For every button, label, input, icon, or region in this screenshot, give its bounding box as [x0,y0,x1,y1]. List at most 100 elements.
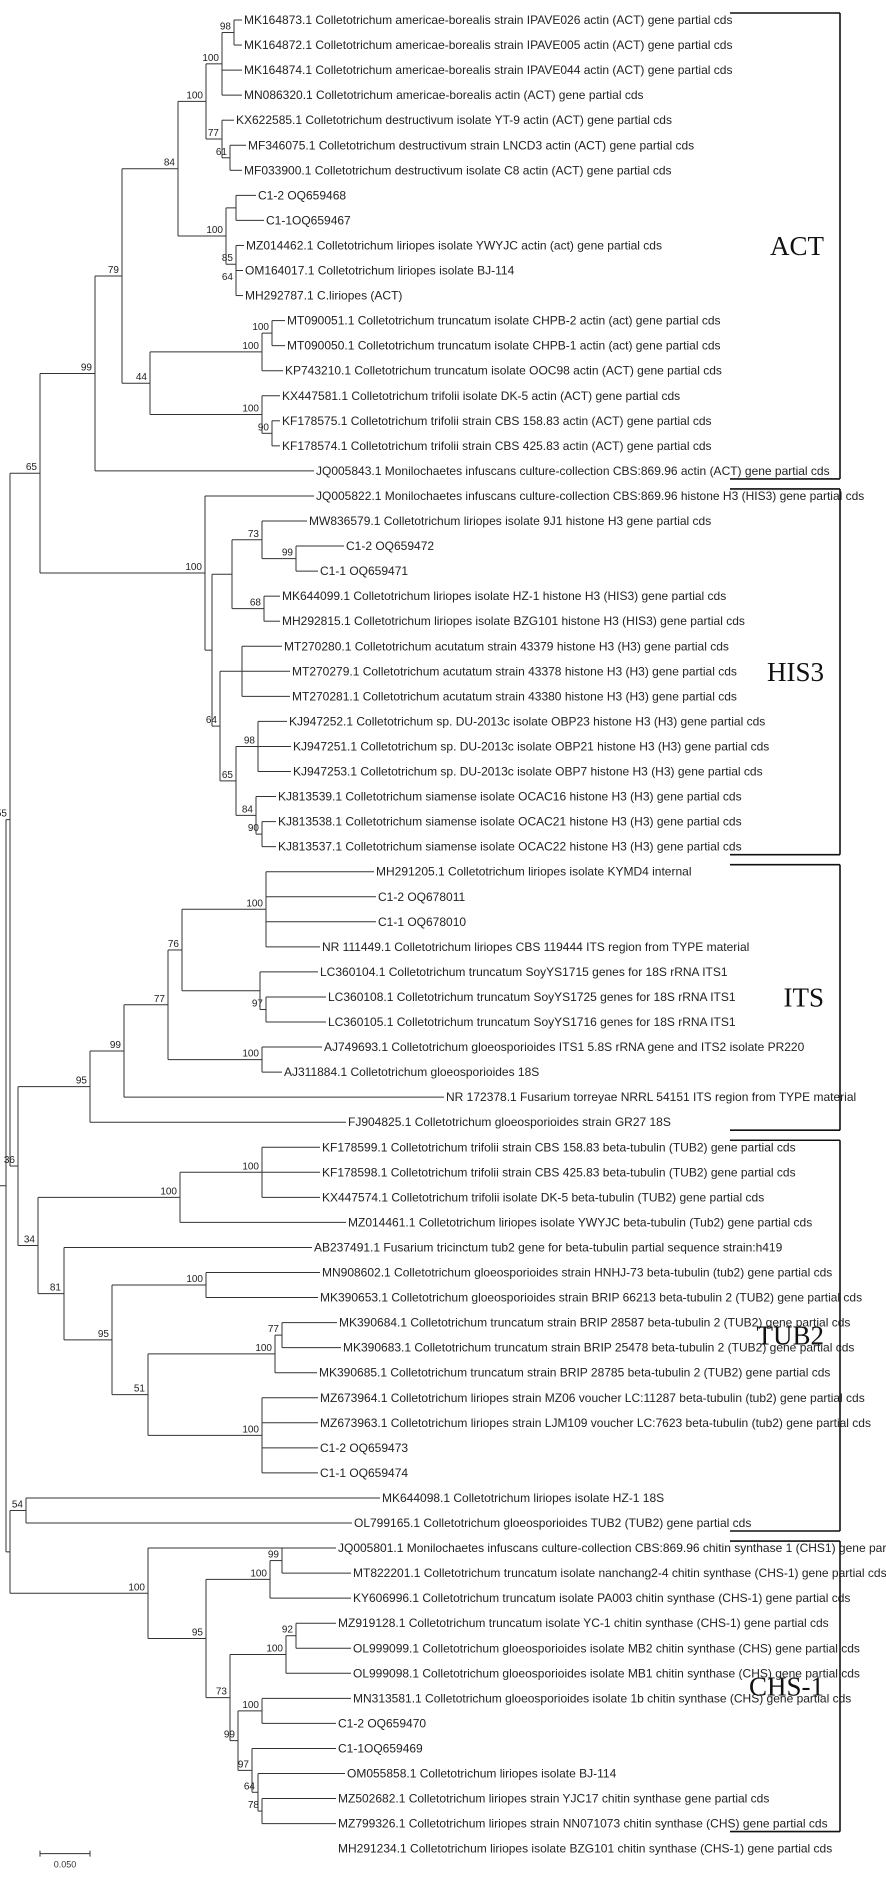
gene-label: CHS-1 [749,1671,824,1701]
taxon-label: AJ311884.1 Colletotrichum gloeosporioide… [284,1065,539,1079]
taxon-label: MZ799326.1 Colletotrichum liriopes strai… [338,1817,828,1831]
bootstrap-value: 78 [248,1800,260,1811]
bootstrap-value: 100 [242,1049,259,1060]
taxon-label: MZ673964.1 Colletotrichum liriopes strai… [320,1391,865,1405]
taxon-label: MK390653.1 Colletotrichum gloeosporioide… [320,1291,862,1305]
taxon-label: KX447581.1 Colletotrichum trifolii isola… [282,389,680,403]
taxon-label: MT090051.1 Colletotrichum truncatum isol… [287,314,721,328]
taxon-label: KJ947253.1 Colletotrichum sp. DU-2013c i… [293,765,763,779]
bootstrap-value: 85 [222,253,234,264]
taxon-label: MH292815.1 Colletotrichum liriopes isola… [282,614,745,628]
bootstrap-value: 90 [258,422,270,433]
taxon-label: MK644098.1 Colletotrichum liriopes isola… [382,1491,664,1505]
taxon-label: KY606996.1 Colletotrichum truncatum isol… [353,1591,850,1605]
bootstrap-value: 100 [185,562,202,573]
taxon-label: MZ014462.1 Colletotrichum liriopes isola… [246,238,662,252]
taxon-label: LC360105.1 Colletotrichum truncatum SoyY… [328,1015,736,1029]
bootstrap-value: 100 [242,1424,259,1435]
bootstrap-value: 77 [154,994,166,1005]
bootstrap-value: 64 [244,1781,256,1792]
bootstrap-value: 68 [250,598,262,609]
bootstrap-value: 98 [244,735,256,746]
taxon-label: C1-1 OQ678010 [378,915,466,929]
bootstrap-value: 100 [242,404,259,415]
taxon-label: C1-2 OQ678011 [378,890,465,904]
bootstrap-value: 51 [134,1384,146,1395]
taxon-label: OL999098.1 Colletotrichum gloeosporioide… [353,1666,860,1680]
taxon-label: C1-2 OQ659468 [258,188,346,202]
taxon-label: MK164874.1 Colletotrichum americae-borea… [244,63,732,77]
bootstrap-value: 100 [186,1274,203,1285]
taxon-label: MF346075.1 Colletotrichum destructivum s… [248,138,694,152]
taxon-label: KF178575.1 Colletotrichum trifolii strai… [282,414,712,428]
taxon-label: KX447574.1 Colletotrichum trifolii isola… [322,1190,764,1204]
bootstrap-value: 100 [246,898,263,909]
bootstrap-value: 99 [268,1550,280,1561]
taxon-label: LC360108.1 Colletotrichum truncatum SoyY… [328,990,736,1004]
gene-label: TUB2 [757,1321,825,1351]
taxon-label: C1-1 OQ659474 [320,1466,408,1480]
bootstrap-value: 100 [242,1161,259,1172]
taxon-label: MN313581.1 Colletotrichum gloeosporioide… [353,1691,851,1705]
bootstrap-value: 54 [12,1499,24,1510]
bootstrap-value: 65 [222,770,234,781]
taxon-label: KJ813538.1 Colletotrichum siamense isola… [278,815,742,829]
taxon-label: C1-2 OQ659470 [338,1716,426,1730]
taxon-label: NR 172378.1 Fusarium torreyae NRRL 54151… [446,1090,856,1104]
bootstrap-value: 100 [250,1568,267,1579]
bootstrap-value: 81 [50,1283,62,1294]
gene-label: ITS [784,982,825,1012]
taxon-label: MF033900.1 Colletotrichum destructivum i… [244,163,672,177]
taxon-label: MH292787.1 C.liriopes (ACT) [245,289,402,303]
bootstrap-value: 100 [128,1582,145,1593]
taxon-label: JQ005843.1 Monilochaetes infuscans cultu… [316,464,830,478]
bootstrap-value: 100 [160,1186,177,1197]
taxon-label: OL799165.1 Colletotrichum gloeosporioide… [354,1516,751,1530]
taxon-label: MZ673963.1 Colletotrichum liriopes strai… [320,1416,871,1430]
taxon-label: MK390685.1 Colletotrichum truncatum stra… [319,1366,830,1380]
taxon-label: OM055858.1 Colletotrichum liriopes isola… [347,1767,617,1781]
bootstrap-value: 44 [136,372,148,383]
taxon-label: NR 111449.1 Colletotrichum liriopes CBS … [322,940,749,954]
taxon-label: KJ947251.1 Colletotrichum sp. DU-2013c i… [293,739,769,753]
taxon-label: MK164872.1 Colletotrichum americae-borea… [244,38,732,52]
bootstrap-value: 95 [76,1076,88,1087]
taxon-label: C1-2 OQ659473 [320,1441,408,1455]
bootstrap-value: 99 [110,1040,122,1051]
taxon-label: MZ502682.1 Colletotrichum liriopes strai… [338,1792,769,1806]
taxon-label: MT270280.1 Colletotrichum acutatum strai… [284,639,729,653]
bootstrap-value: 84 [242,804,254,815]
bootstrap-value: 97 [238,1759,250,1770]
taxon-label: MN908602.1 Colletotrichum gloeosporioide… [322,1266,832,1280]
taxon-label: C1-1 OQ659471 [320,564,408,578]
bootstrap-value: 34 [24,1234,36,1245]
bootstrap-value: 100 [242,1700,259,1711]
bootstrap-value: 100 [202,53,219,64]
bootstrap-value: 95 [192,1627,204,1638]
bootstrap-value: 55 [0,809,7,820]
taxon-label: FJ904825.1 Colletotrichum gloeosporioide… [348,1115,671,1129]
taxon-label: MW836579.1 Colletotrichum liriopes isola… [309,514,711,528]
taxon-label: MK390683.1 Colletotrichum truncatum stra… [343,1341,854,1355]
bootstrap-value: 65 [26,462,38,473]
bootstrap-value: 76 [168,939,180,950]
bootstrap-value: 92 [282,1625,294,1636]
bootstrap-value: 97 [252,998,264,1009]
taxon-label: C1-1OQ659469 [338,1741,423,1755]
bootstrap-value: 77 [208,128,220,139]
bootstrap-value: 100 [255,1343,272,1354]
taxon-label: LC360104.1 Colletotrichum truncatum SoyY… [320,965,728,979]
taxon-label: KJ947252.1 Colletotrichum sp. DU-2013c i… [289,714,765,728]
bootstrap-value: 84 [164,158,176,169]
taxon-label: KP743210.1 Colletotrichum truncatum isol… [285,364,722,378]
taxon-label: MZ014461.1 Colletotrichum liriopes isola… [348,1215,812,1229]
taxon-label: KX622585.1 Colletotrichum destructivum i… [236,113,672,127]
gene-label: ACT [770,231,825,261]
taxon-label: MT270279.1 Colletotrichum acutatum strai… [292,664,737,678]
taxon-label: MK164873.1 Colletotrichum americae-borea… [244,13,732,27]
bootstrap-value: 100 [186,90,203,101]
taxon-label: MH291234.1 Colletotrichum liriopes isola… [338,1842,832,1856]
taxon-label: MK644099.1 Colletotrichum liriopes isola… [282,589,726,603]
taxon-label: KJ813539.1 Colletotrichum siamense isola… [278,790,742,804]
scale-bar-label: 0.050 [54,1860,77,1870]
